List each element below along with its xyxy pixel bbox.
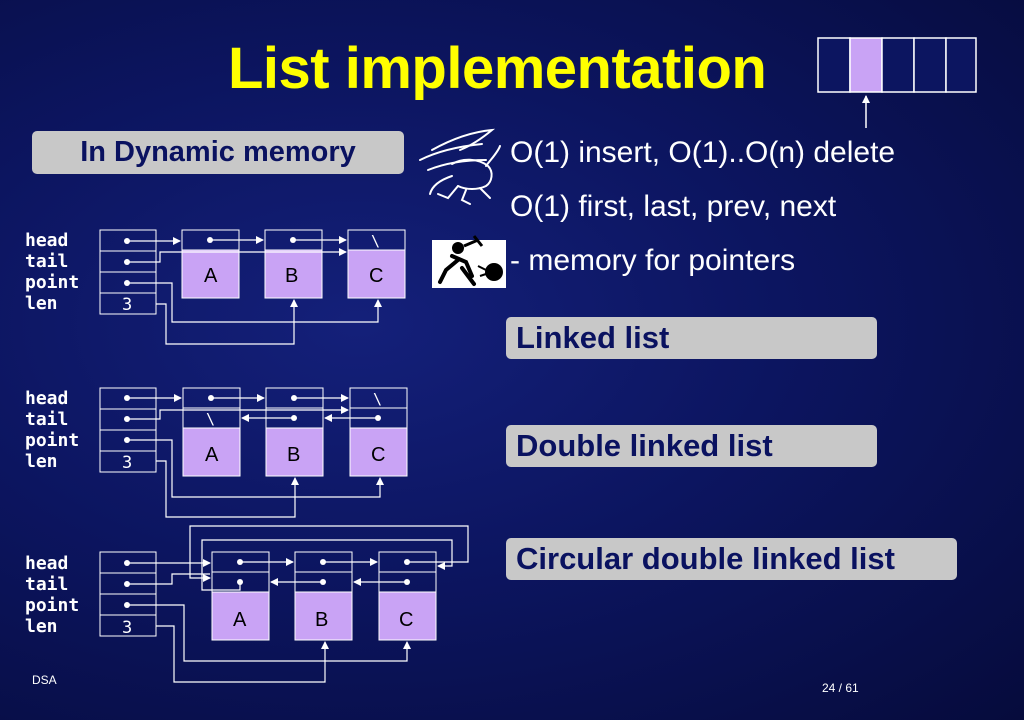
bullet-complexity-insert: O(1) insert, O(1)..O(n) delete	[510, 136, 896, 169]
bullet-memory-cost: - memory for pointers	[510, 244, 796, 277]
field-tail: tail	[25, 409, 68, 430]
circular-double-linked-list-diagram: head tail point len 3 A B C	[25, 525, 469, 683]
node-b-label: B	[315, 609, 328, 631]
field-head: head	[25, 553, 68, 574]
footer-left: DSA	[32, 673, 57, 687]
section-label: In Dynamic memory	[32, 131, 404, 174]
len-value: 3	[122, 295, 132, 315]
len-value: 3	[122, 618, 132, 638]
array-cells-icon	[817, 37, 977, 128]
field-head: head	[25, 230, 68, 251]
field-point: point	[25, 430, 79, 451]
len-value: 3	[122, 453, 132, 473]
linked-list-diagram: head tail point len 3 \ A B C	[25, 229, 406, 345]
node-b-label: B	[287, 444, 300, 466]
field-len: len	[25, 616, 58, 637]
node-c-label: C	[371, 444, 385, 466]
null-pointer: \	[206, 410, 215, 428]
field-len: len	[25, 293, 58, 314]
hammer-man-icon	[432, 235, 506, 288]
page-title: List implementation	[228, 36, 767, 101]
node-a-label: A	[233, 609, 247, 631]
linked-list-label: Linked list	[506, 317, 877, 359]
field-tail: tail	[25, 251, 68, 272]
field-point: point	[25, 595, 79, 616]
field-point: point	[25, 272, 79, 293]
node-b-label: B	[285, 265, 298, 287]
double-linked-list-diagram: head tail point len 3 \ \ A	[25, 387, 408, 518]
node-c-label: C	[399, 609, 413, 631]
circular-double-linked-list-label: Circular double linked list	[506, 538, 957, 580]
node-c-label: C	[369, 265, 383, 287]
bullet-complexity-access: O(1) first, last, prev, next	[510, 190, 837, 223]
field-tail: tail	[25, 574, 68, 595]
double-linked-list-label: Double linked list	[506, 425, 877, 467]
pegasus-icon	[419, 128, 501, 205]
field-head: head	[25, 388, 68, 409]
struct-box	[99, 229, 157, 315]
node-a-label: A	[205, 444, 219, 466]
node-a-label: A	[204, 265, 218, 287]
page-number: 24 / 61	[822, 681, 859, 695]
null-pointer: \	[373, 390, 382, 408]
null-pointer: \	[371, 232, 380, 250]
field-len: len	[25, 451, 58, 472]
